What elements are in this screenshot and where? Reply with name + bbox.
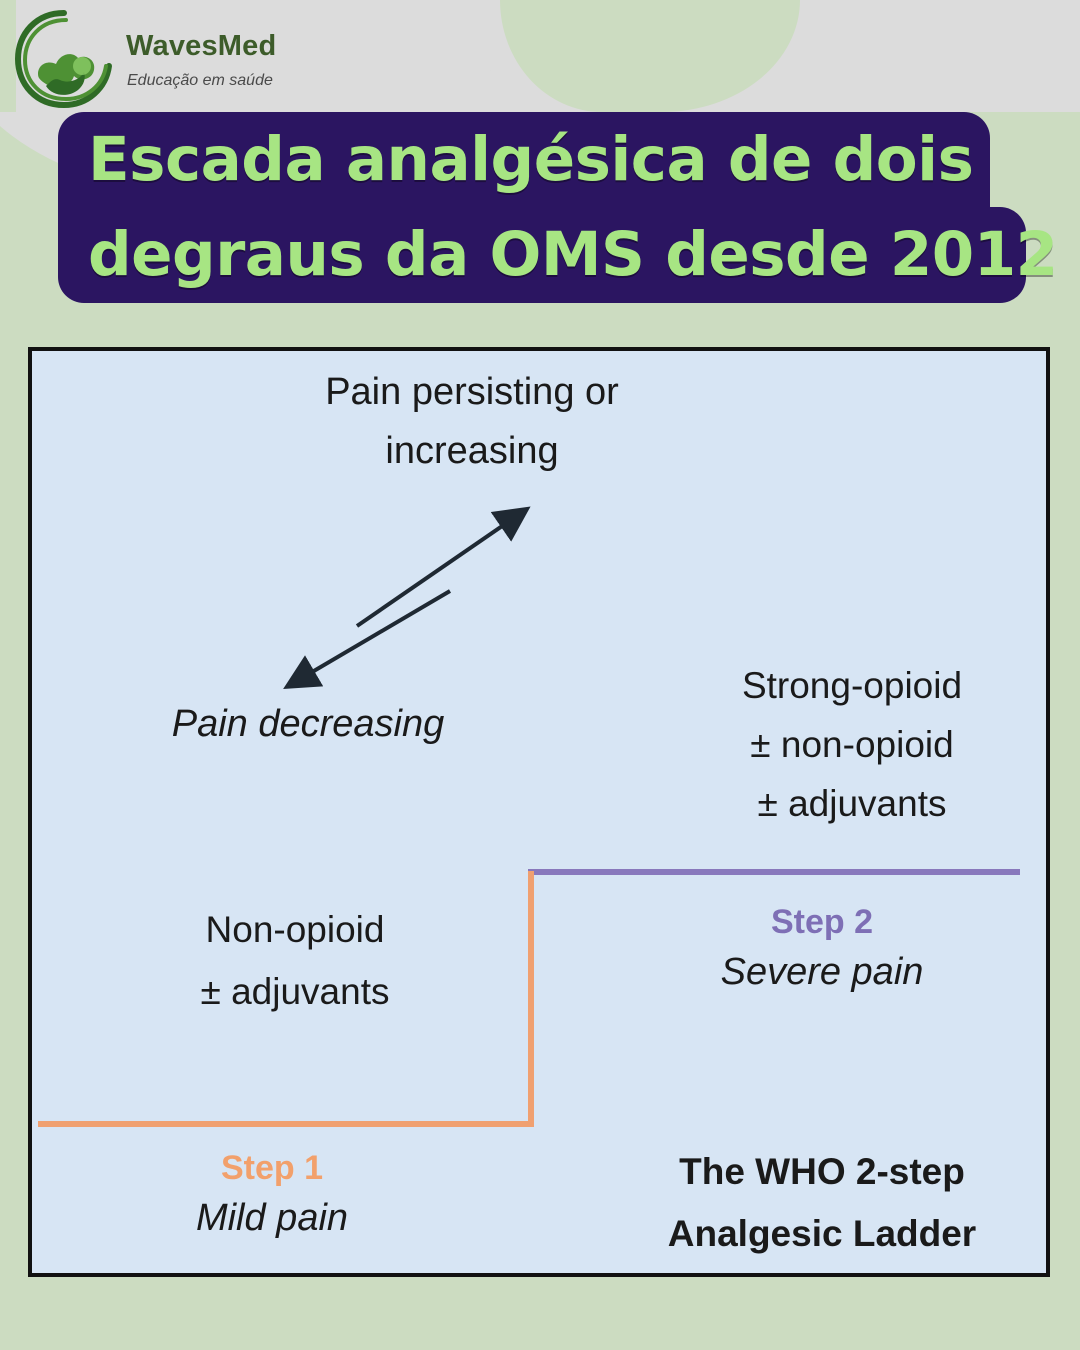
pain-persisting-line-2: increasing — [385, 430, 559, 472]
step1-tread-line — [38, 1121, 534, 1127]
brand-tagline: Educação em saúde — [127, 72, 273, 89]
step1-drug-line-1: Non-opioid — [205, 909, 385, 950]
diagram-caption: The WHO 2-step Analgesic Ladder — [592, 1141, 1052, 1265]
header-green-edge — [0, 0, 16, 112]
page-title-line-2: degraus da OMS desde 2012 — [58, 207, 1058, 303]
wavesmed-logo-icon — [8, 6, 120, 114]
arrow-up-right-icon — [355, 506, 531, 628]
pain-persisting-line-1: Pain persisting or — [325, 371, 619, 413]
step2-tread-line — [528, 869, 1020, 875]
page-title-line-1: Escada analgésica de dois — [58, 112, 990, 222]
pain-persisting-label: Pain persisting or increasing — [212, 363, 732, 481]
diagram-caption-line-1: The WHO 2-step — [679, 1151, 965, 1192]
arrow-down-left-icon — [283, 589, 452, 690]
brand-name: WavesMed — [126, 30, 277, 62]
step2-pain-label: Severe pain — [720, 951, 924, 993]
analgesic-ladder-diagram: Pain persisting or increasing Pain decre… — [28, 347, 1050, 1277]
step2-drug-list: Strong-opioid ± non-opioid ± adjuvants — [642, 656, 1062, 833]
page-title: Escada analgésica de dois degraus da OMS… — [58, 112, 1058, 304]
step-riser-line — [528, 871, 534, 1127]
step1-label: Step 1 — [220, 1149, 324, 1187]
diagram-caption-line-2: Analgesic Ladder — [667, 1213, 977, 1254]
step2-drug-line-1: Strong-opioid — [741, 665, 963, 706]
step1-drug-list: Non-opioid ± adjuvants — [80, 899, 510, 1023]
pain-direction-arrows — [283, 506, 531, 690]
step2-label: Step 2 — [770, 903, 874, 941]
step2-drug-line-3: ± adjuvants — [757, 783, 947, 824]
pain-decreasing-label: Pain decreasing — [171, 703, 445, 745]
step2-drug-line-2: ± non-opioid — [750, 724, 954, 765]
step1-drug-line-2: ± adjuvants — [200, 971, 390, 1012]
step1-pain-label: Mild pain — [195, 1197, 349, 1239]
